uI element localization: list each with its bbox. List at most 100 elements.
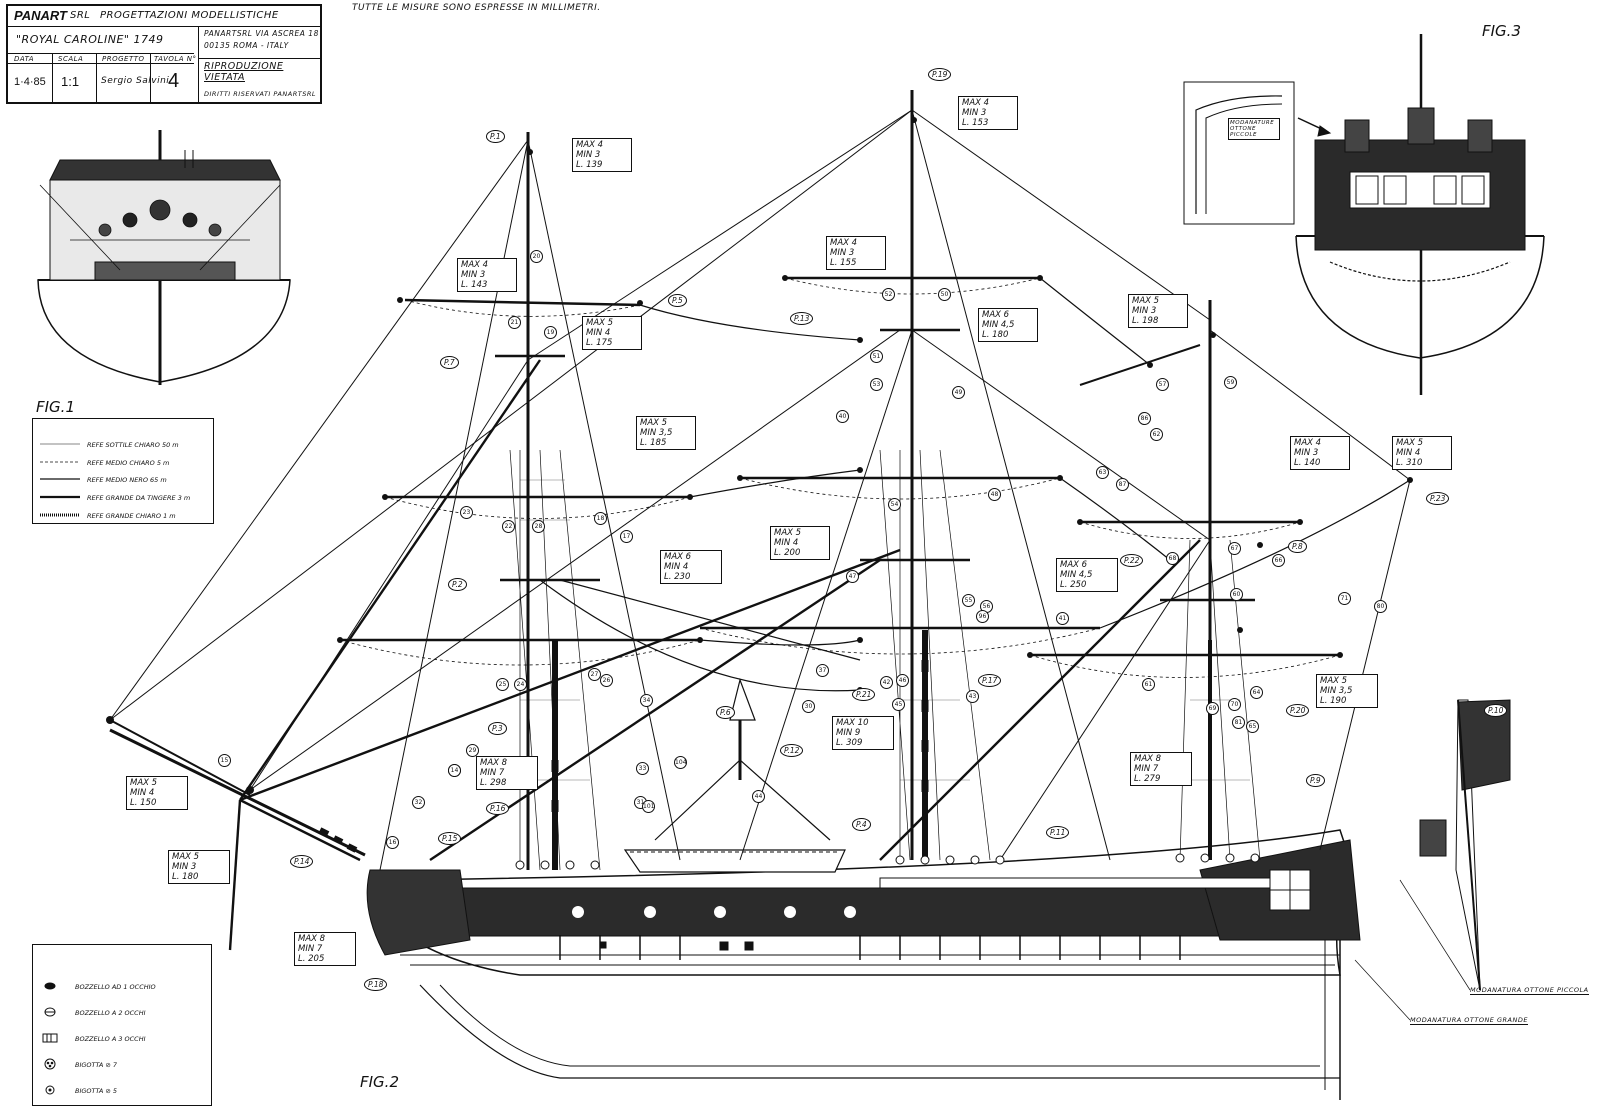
rig-number: 66 — [1272, 554, 1285, 567]
rig-number: 49 — [952, 386, 965, 399]
point-label: P.20 — [1286, 704, 1310, 717]
fig1-bow-view — [37, 130, 291, 385]
col-scala-label: SCALA — [58, 55, 84, 63]
rig-number: 19 — [544, 326, 557, 339]
rig-number: 65 — [1246, 720, 1259, 733]
point-label: P.5 — [668, 294, 687, 307]
rig-number: 71 — [1338, 592, 1351, 605]
rig-number: 96 — [976, 610, 989, 623]
rig-number: 33 — [636, 762, 649, 775]
point-label: P.13 — [790, 312, 814, 325]
date-value: 1·4·85 — [14, 76, 46, 88]
point-label: P.16 — [486, 802, 510, 815]
line-legend-item: REFE GRANDE CHIARO 1 m — [87, 512, 176, 520]
title-block: PANART SRL PROGETTAZIONI MODELLISTICHE "… — [6, 4, 322, 104]
fig3-stern-view — [1183, 34, 1545, 395]
company-name: PANART — [14, 8, 67, 23]
block-legend-item: BOZZELLO A 2 OCCHI — [75, 1009, 146, 1017]
rig-number: 29 — [466, 744, 479, 757]
rig-number: 21 — [508, 316, 521, 329]
rig-number: 101 — [642, 800, 655, 813]
point-label: P.1 — [486, 130, 505, 143]
scale-value: 1:1 — [61, 74, 80, 89]
rig-number: 55 — [962, 594, 975, 607]
point-label: P.4 — [852, 818, 871, 831]
yards — [340, 276, 1340, 657]
rig-number: 37 — [816, 664, 829, 677]
rig-number: 63 — [1096, 466, 1109, 479]
rig-number: 60 — [1230, 588, 1243, 601]
point-label: P.7 — [440, 356, 459, 369]
point-label: P.22 — [1120, 554, 1144, 567]
stays — [109, 109, 1411, 871]
rig-number: 62 — [1150, 428, 1163, 441]
rig-number: 28 — [532, 520, 545, 533]
rig-number: 16 — [386, 836, 399, 849]
rig-number: 86 — [1138, 412, 1151, 425]
col-data-label: DATA — [14, 55, 35, 63]
point-label: P.17 — [978, 674, 1002, 687]
point-label: P.11 — [1046, 826, 1070, 839]
rig-number: 23 — [460, 506, 473, 519]
point-label: P.12 — [780, 744, 804, 757]
line-legend-item: REFE SOTTILE CHIARO 50 m — [87, 441, 179, 449]
point-label: P.10 — [1484, 704, 1508, 717]
rig-number: 53 — [870, 378, 883, 391]
point-label: P.9 — [1306, 774, 1325, 787]
fig1-label: FIG.1 — [36, 398, 75, 416]
address-line-2: 00135 ROMA - ITALY — [204, 41, 289, 50]
rig-number: 81 — [1232, 716, 1245, 729]
company-suffix: SRL — [70, 10, 91, 21]
rig-number: 48 — [988, 488, 1001, 501]
rig-number: 64 — [1250, 686, 1263, 699]
rig-number: 18 — [594, 512, 607, 525]
block-legend-item: BOZZELLO AD 1 OCCHIO — [75, 983, 156, 991]
rig-number: 51 — [870, 350, 883, 363]
rig-number: 40 — [836, 410, 849, 423]
rig-number: 61 — [1142, 678, 1155, 691]
rig-number: 46 — [896, 674, 909, 687]
rig-number: 45 — [892, 698, 905, 711]
molding-small-label: MODANATURA OTTONE PICCOLA — [1470, 986, 1589, 995]
fig3-label: FIG.3 — [1482, 22, 1521, 40]
designer-signature: Sergio Salvini — [101, 76, 170, 86]
rig-number: 87 — [1116, 478, 1129, 491]
rig-number: 47 — [846, 570, 859, 583]
rig-number: 20 — [530, 250, 543, 263]
rig-number: 69 — [1206, 702, 1219, 715]
rig-number: 42 — [880, 676, 893, 689]
hull — [109, 699, 1511, 1100]
point-label: P.18 — [364, 978, 388, 991]
rig-number: 17 — [620, 530, 633, 543]
rig-number: 70 — [1228, 698, 1241, 711]
rig-number: 27 — [588, 668, 601, 681]
fig2-label: FIG.2 — [360, 1073, 399, 1091]
col-progetto-label: PROGETTO — [102, 55, 145, 63]
point-label: P.3 — [488, 722, 507, 735]
sheet-number: 4 — [168, 70, 180, 92]
rig-number: 15 — [218, 754, 231, 767]
rig-number: 80 — [1374, 600, 1387, 613]
rig-number: 52 — [882, 288, 895, 301]
block-legend-symbols — [42, 982, 58, 1095]
point-label: P.23 — [1426, 492, 1450, 505]
rig-number: 22 — [502, 520, 515, 533]
line-legend-item: REFE MEDIO NERO 65 m — [87, 476, 167, 484]
rig-number: 50 — [938, 288, 951, 301]
block-legend-item: BIGOTTA ⊘ 7 — [75, 1061, 118, 1069]
point-label: P.6 — [716, 706, 735, 719]
